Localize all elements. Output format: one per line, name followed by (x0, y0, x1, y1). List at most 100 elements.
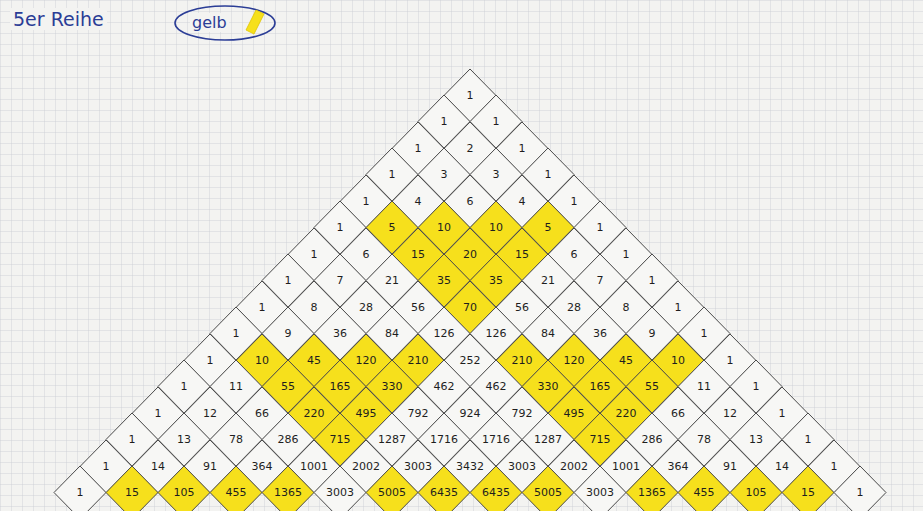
cell-number: 1001 (300, 461, 328, 472)
pascal-cell: 105 (158, 466, 210, 511)
cell-number: 21 (385, 275, 399, 286)
cell-number: 1 (753, 381, 760, 392)
cell-number: 165 (330, 381, 351, 392)
cell-number: 1 (155, 408, 162, 419)
cell-number: 4 (519, 196, 526, 207)
cell-number: 126 (434, 328, 455, 339)
cell-number: 55 (281, 381, 295, 392)
cell-number: 1 (207, 355, 214, 366)
cell-number: 3 (493, 169, 500, 180)
cell-number: 7 (337, 275, 344, 286)
cell-number: 13 (749, 434, 763, 445)
cell-number: 14 (775, 461, 789, 472)
cell-number: 330 (382, 381, 403, 392)
cell-number: 15 (515, 249, 529, 260)
cell-number: 1 (623, 249, 630, 260)
cell-number: 120 (356, 355, 377, 366)
cell-number: 36 (333, 328, 347, 339)
cell-number: 56 (515, 302, 529, 313)
cell-number: 1 (805, 434, 812, 445)
cell-number: 2 (467, 143, 474, 154)
cell-number: 165 (590, 381, 611, 392)
cell-number: 15 (125, 487, 139, 498)
cell-number: 7 (597, 275, 604, 286)
cell-number: 1 (103, 461, 110, 472)
cell-number: 924 (460, 408, 481, 419)
legend-swatch (246, 10, 264, 34)
cell-number: 1 (77, 487, 84, 498)
cell-number: 1 (389, 169, 396, 180)
cell-number: 15 (411, 249, 425, 260)
cell-number: 1716 (482, 434, 510, 445)
cell-number: 1 (233, 328, 240, 339)
cell-number: 20 (463, 249, 477, 260)
cell-number: 70 (463, 302, 477, 313)
cell-number: 495 (564, 408, 585, 419)
pascal-cell: 455 (678, 466, 730, 511)
cell-number: 56 (411, 302, 425, 313)
cell-number: 3432 (456, 461, 484, 472)
cell-number: 364 (668, 461, 689, 472)
cell-number: 12 (203, 408, 217, 419)
cell-number: 3003 (586, 487, 614, 498)
cell-number: 8 (311, 302, 318, 313)
cell-number: 220 (304, 408, 325, 419)
cell-number: 1 (467, 90, 474, 101)
pascal-cell: 15 (782, 466, 834, 511)
pascal-cell: 1 (54, 466, 106, 511)
cell-number: 455 (226, 487, 247, 498)
pascal-cell: 1365 (262, 466, 314, 511)
legend-label: gelb (190, 13, 229, 32)
cell-number: 105 (174, 487, 195, 498)
cell-number: 462 (434, 381, 455, 392)
cell-number: 6435 (430, 487, 458, 498)
cell-number: 105 (746, 487, 767, 498)
cell-number: 45 (307, 355, 321, 366)
cell-number: 210 (408, 355, 429, 366)
cell-number: 66 (671, 408, 685, 419)
cell-number: 11 (229, 381, 243, 392)
cell-number: 1 (831, 461, 838, 472)
cell-number: 1 (415, 143, 422, 154)
cell-number: 35 (437, 275, 451, 286)
cell-number: 10 (255, 355, 269, 366)
cell-number: 1 (727, 355, 734, 366)
cell-number: 13 (177, 434, 191, 445)
cell-number: 792 (512, 408, 533, 419)
pascal-cell: 3003 (574, 466, 626, 511)
cell-number: 364 (252, 461, 273, 472)
cell-number: 1 (181, 381, 188, 392)
cell-number: 1 (649, 275, 656, 286)
cell-number: 6 (363, 249, 370, 260)
cell-number: 14 (151, 461, 165, 472)
cell-number: 286 (642, 434, 663, 445)
cell-number: 1 (285, 275, 292, 286)
cell-number: 55 (645, 381, 659, 392)
cell-number: 495 (356, 408, 377, 419)
cell-number: 210 (512, 355, 533, 366)
cell-number: 5005 (378, 487, 406, 498)
cell-number: 1 (311, 249, 318, 260)
cell-number: 5 (545, 222, 552, 233)
cell-number: 1365 (638, 487, 666, 498)
cell-number: 91 (203, 461, 217, 472)
cell-number: 1 (597, 222, 604, 233)
cell-number: 1287 (534, 434, 562, 445)
cell-number: 126 (486, 328, 507, 339)
cell-number: 1 (493, 116, 500, 127)
cell-number: 78 (697, 434, 711, 445)
cell-number: 66 (255, 408, 269, 419)
cell-number: 6435 (482, 487, 510, 498)
pascal-cell: 5005 (522, 466, 574, 511)
cell-number: 78 (229, 434, 243, 445)
cell-number: 1287 (378, 434, 406, 445)
pascal-cell: 455 (210, 466, 262, 511)
cell-number: 28 (567, 302, 581, 313)
cell-number: 330 (538, 381, 559, 392)
cell-number: 84 (541, 328, 555, 339)
cell-number: 462 (486, 381, 507, 392)
cell-number: 28 (359, 302, 373, 313)
cell-number: 1716 (430, 434, 458, 445)
cell-number: 715 (590, 434, 611, 445)
